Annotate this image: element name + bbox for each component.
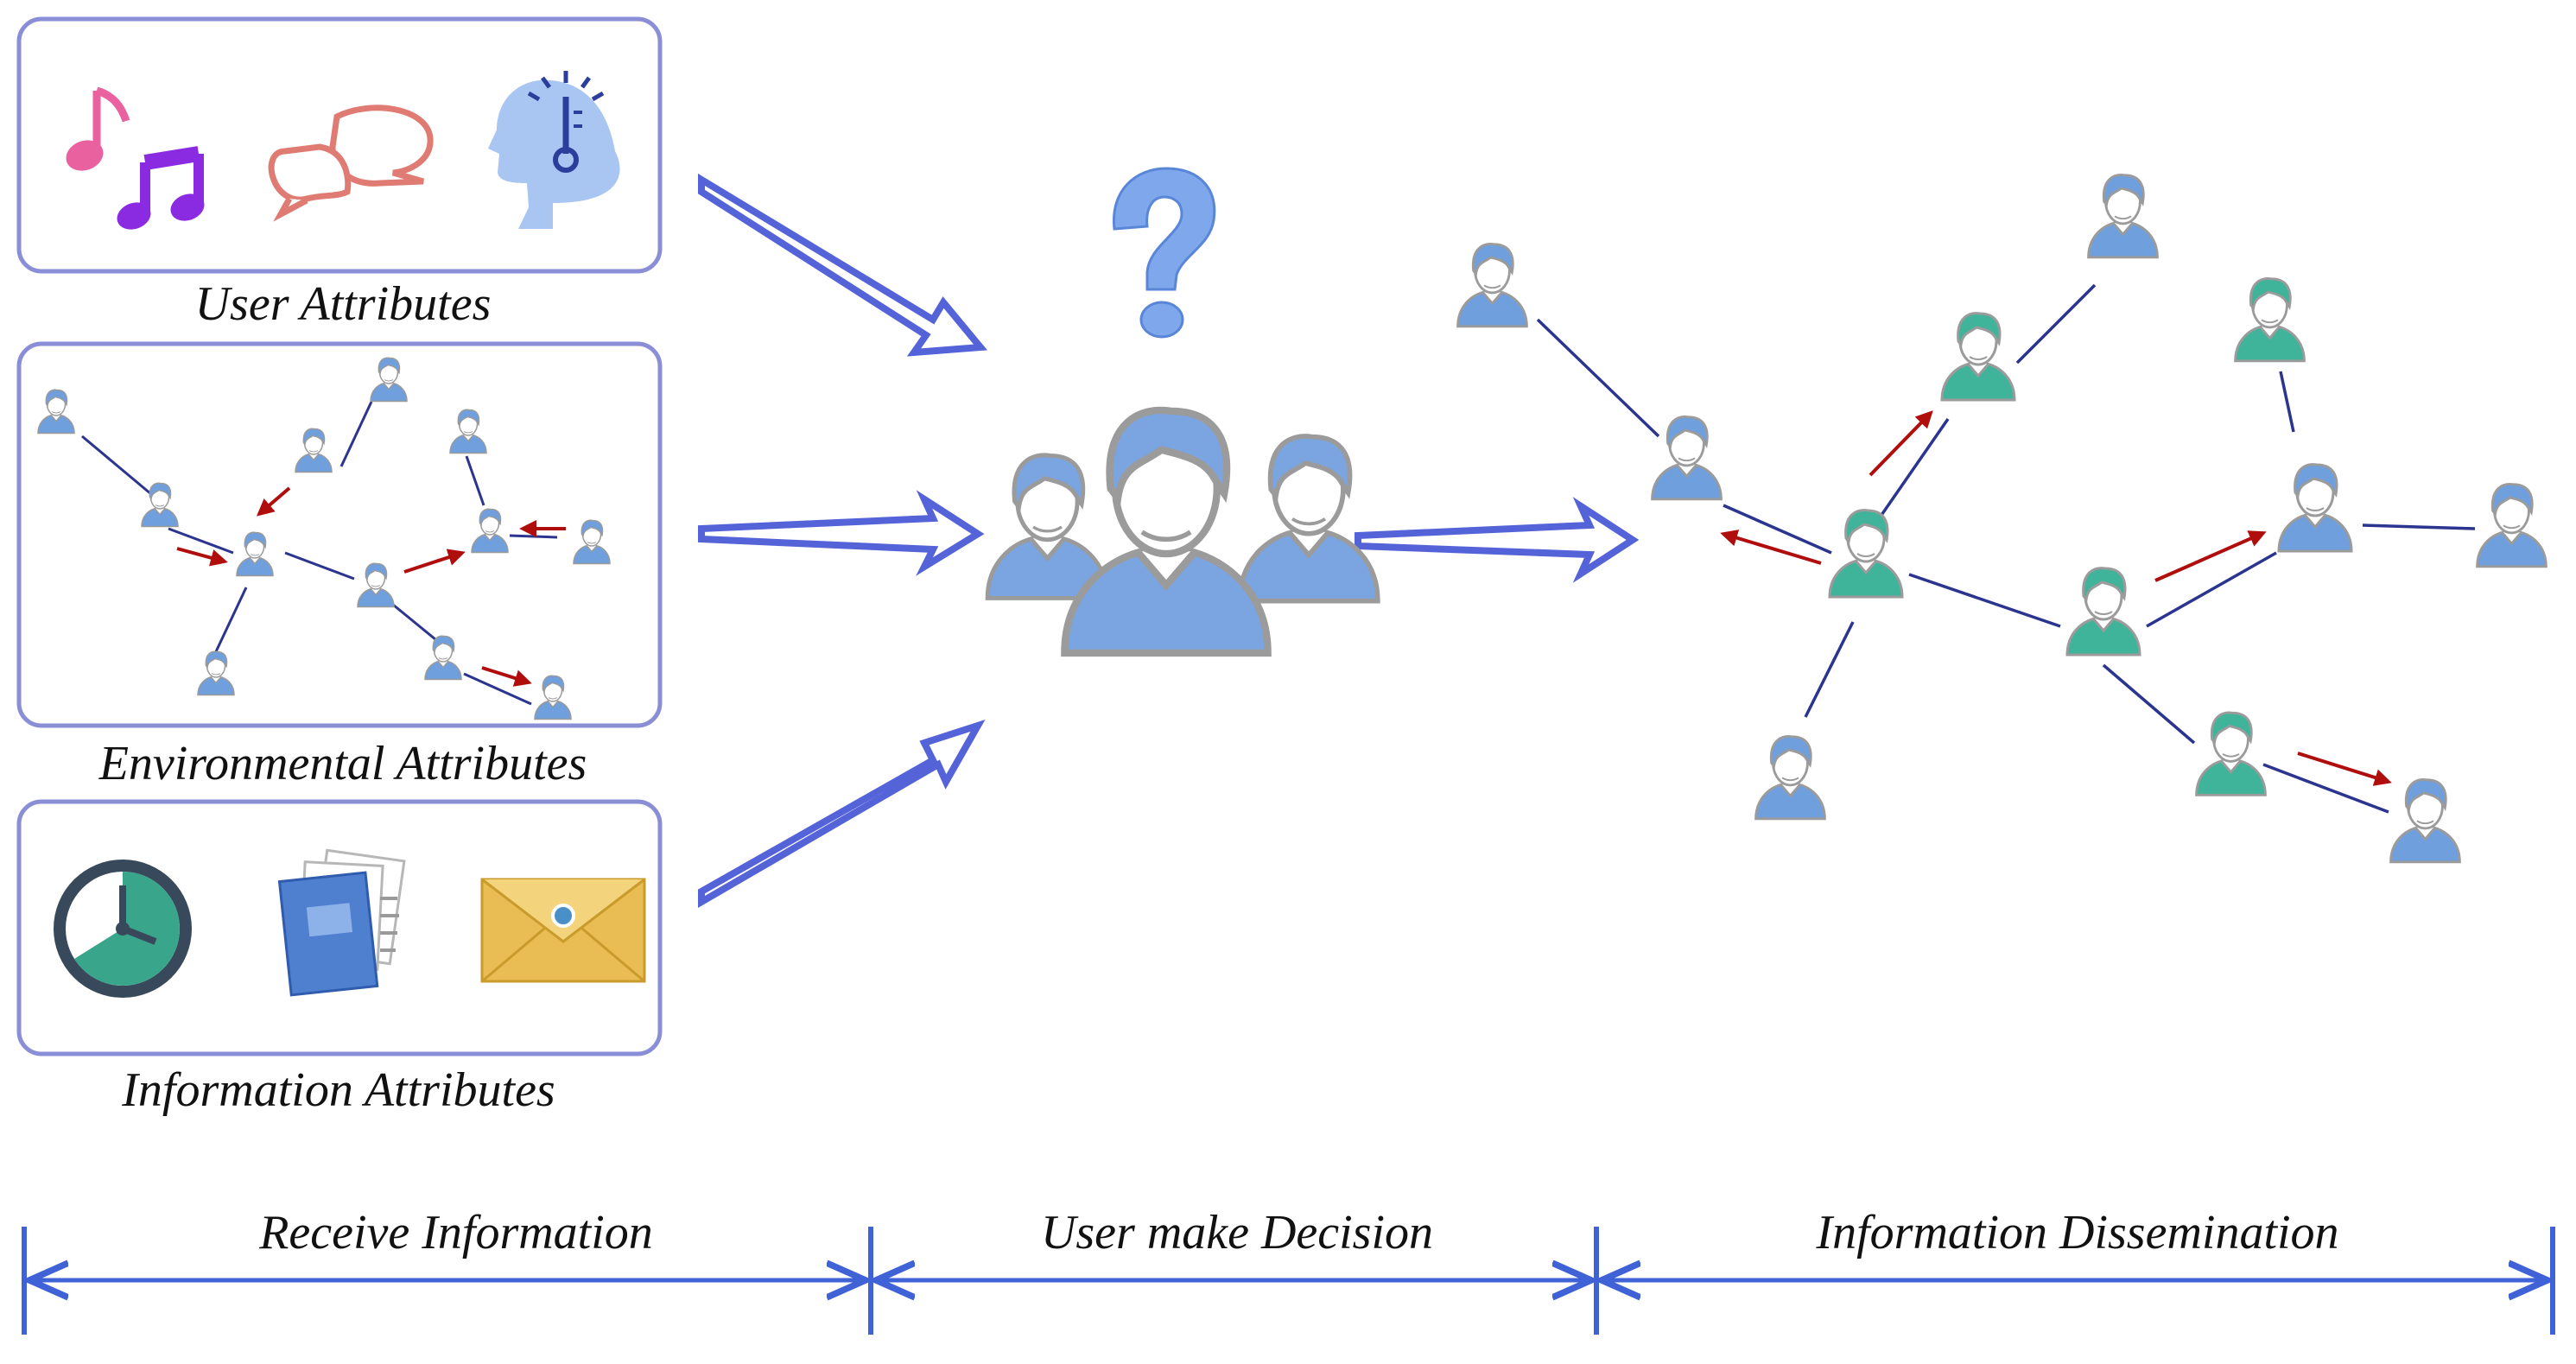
user-node-active [1828,509,1904,599]
dissemination-network [1456,173,2547,864]
user-attributes-panel [16,16,663,274]
phase-label-receive: Receive Information [258,1206,653,1259]
user-node [2277,463,2353,553]
user-attributes-label: User Attributes [195,277,492,331]
user-figure-left [987,455,1107,599]
phase-label-decision: User make Decision [1041,1206,1433,1259]
music-notes-icon [66,86,205,230]
user-node [1651,415,1723,501]
arrow-from-user-attributes [698,173,987,357]
arrow-from-information-attributes [698,720,986,908]
information-attributes-label: Information Attributes [121,1063,555,1117]
user-figure-right [1240,436,1378,601]
user-node-active [2234,276,2306,363]
user-node [2087,173,2159,259]
information-attributes-panel [16,799,663,1056]
document-stack-icon [277,848,406,997]
user-node [1456,242,1528,328]
user-group-icon [987,410,1378,653]
timeline [22,1227,2555,1335]
user-node-active [1940,312,2016,402]
arrow-to-dissemination [1355,497,1640,583]
envelope-icon [480,878,646,983]
head-thermometer-icon [488,71,620,229]
arrow-from-environmental-attributes [698,490,985,576]
chat-bubbles-icon [268,105,434,222]
user-node [2476,482,2547,568]
phase-label-dissemination: Information Dissemination [1815,1206,2338,1259]
environmental-attributes-panel [16,341,663,728]
question-mark-icon [1112,167,1216,339]
environmental-attributes-label: Environmental Attributes [98,737,587,790]
clock-icon [54,860,192,998]
user-figure-center [1064,410,1267,653]
user-node [1754,734,1826,821]
user-node [2389,777,2461,864]
decision-group [987,167,1378,653]
user-node-active [2065,567,2141,657]
user-node-active [2194,711,2268,796]
input-arrows [698,173,1640,908]
